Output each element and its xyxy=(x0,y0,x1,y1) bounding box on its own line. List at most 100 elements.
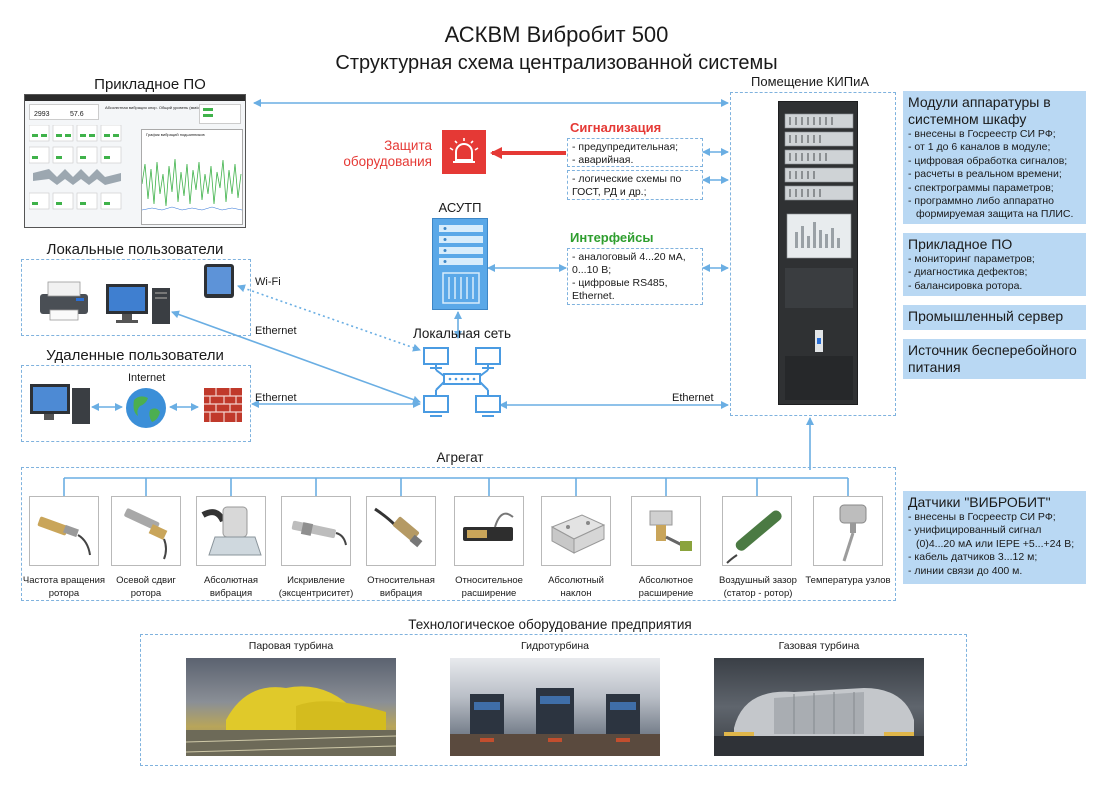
signaling-item-1: - предупредительная; xyxy=(572,141,679,153)
software-legend xyxy=(199,104,241,124)
arrow-wifi-network xyxy=(237,284,421,352)
sensor-label-absolute-tilt-2: наклон xyxy=(560,588,592,599)
software-graph-label: График вибраций подшипников xyxy=(146,132,205,137)
globe-icon xyxy=(124,386,168,430)
interfaces-item-3: - цифровые RS485, xyxy=(572,277,668,289)
sensor-absolute-vibration xyxy=(196,496,266,566)
sensor-label-rotation-speed-1: Частота вращения xyxy=(22,575,106,586)
server-info-box: Промышленный сервер xyxy=(903,305,1086,330)
signaling-logic: - логические схемы по ГОСТ, РД и др.; xyxy=(567,170,703,200)
arrow-local-network-ethernet xyxy=(171,310,421,404)
sensor-label-absolute-vibration: Абсолютная вибрация xyxy=(190,574,272,600)
diagram-title: АСКВМ Вибробит 500 xyxy=(444,22,669,47)
local-users-frame xyxy=(21,259,251,336)
sensor-label-absolute-vibration-2: вибрация xyxy=(209,588,253,599)
desktop-computer-icon xyxy=(104,282,174,328)
kip-room-title: Помещение КИПиА xyxy=(751,74,869,89)
gas-turbine-photo xyxy=(714,658,924,756)
sensor-label-relative-expansion-2: расширение xyxy=(461,588,517,599)
aggregate-title: Агрегат xyxy=(436,450,484,465)
sensors-info-item-1: - внесены в Госреестр СИ РФ; xyxy=(908,511,1056,523)
modules-info-item-6: - программно либо аппаратно xyxy=(908,195,1054,208)
local-ethernet-label: Ethernet xyxy=(255,325,297,337)
software-panel-title: Прикладное ПО xyxy=(94,76,206,93)
aggregate-frame xyxy=(21,467,896,601)
sensor-label-axial-shift-2: ротора xyxy=(130,588,162,599)
sensors-info-title: Датчики "ВИБРОБИТ" xyxy=(908,494,1051,510)
sensor-label-eccentricity-2: (эксцентриситет) xyxy=(278,588,354,599)
sensor-label-relative-vibration-2: вибрация xyxy=(379,588,423,599)
sensor-label-air-gap-1: Воздушный зазор xyxy=(719,575,797,586)
software-value-1: 2993 xyxy=(34,111,50,118)
alarm-siren-icon xyxy=(442,130,486,174)
sensor-label-relative-vibration-1: Относительная xyxy=(367,575,435,586)
sensor-label-absolute-vibration-1: Абсолютная xyxy=(203,575,259,586)
local-users-title: Локальные пользователи xyxy=(46,241,224,258)
sensor-absolute-tilt xyxy=(541,496,611,566)
signaling-title: Сигнализация xyxy=(570,120,662,135)
wifi-label: Wi-Fi xyxy=(255,276,281,288)
sensors-info-box: Датчики "ВИБРОБИТ" - внесены в Госреестр… xyxy=(903,491,1086,584)
software-info-item-2: - диагностика дефектов; xyxy=(908,266,1028,279)
signaling-item-2: - аварийная. xyxy=(572,154,634,166)
sensor-label-air-gap: Воздушный зазор(статор - ротор) xyxy=(712,574,804,600)
interfaces-item-4: Ethernet. xyxy=(572,290,615,302)
remote-users-frame xyxy=(21,365,251,442)
sensor-label-axial-shift: Осевой сдвиг ротора xyxy=(104,574,188,600)
sensor-axial-shift xyxy=(111,496,181,566)
sensor-label-rotation-speed: Частота вращения ротора xyxy=(18,574,110,600)
modules-info-title: Модули аппаратуры в системном шкафу xyxy=(908,94,1051,127)
sensor-absolute-expansion xyxy=(631,496,701,566)
software-graph-window: График вибраций подшипников xyxy=(141,129,243,225)
software-value-card: 2993 57.6 xyxy=(29,104,99,120)
sensor-relative-vibration xyxy=(366,496,436,566)
software-menubar xyxy=(25,95,245,101)
equipment-frame xyxy=(140,634,967,766)
interfaces-item-1: - аналоговый 4...20 мА, xyxy=(572,251,686,263)
interfaces-item-2: 0...10 В; xyxy=(572,264,612,276)
software-info-item-3: - балансировка ротора. xyxy=(908,279,1023,292)
signaling-logic-text: - логические схемы по ГОСТ, РД и др.; xyxy=(572,173,682,198)
modules-info-item-7: формируемая защита на ПЛИС. xyxy=(916,208,1074,221)
ups-info-title: Источник бесперебойного питания xyxy=(908,342,1077,375)
server-info-title: Промышленный сервер xyxy=(908,308,1064,324)
sensors-info-item-5: - линии связи до 400 м. xyxy=(908,564,1023,577)
steam-turbine-photo xyxy=(186,658,396,756)
modules-info-item-2: - от 1 до 6 каналов в модуле; xyxy=(908,141,1051,154)
printer-icon xyxy=(36,276,92,322)
modules-info-item-5: - спектрограммы параметров; xyxy=(908,181,1054,194)
sensor-label-eccentricity-1: Искривление xyxy=(287,575,345,586)
hydro-turbine-label: Гидротурбина xyxy=(521,640,589,652)
kip-ethernet-label: Ethernet xyxy=(672,392,714,404)
equipment-title: Технологическое оборудование предприятия xyxy=(408,617,692,632)
ups-info-box: Источник бесперебойного питания xyxy=(903,339,1086,379)
software-info-title: Прикладное ПО xyxy=(908,236,1013,252)
sensor-label-axial-shift-1: Осевой сдвиг xyxy=(116,575,176,586)
steam-turbine-label: Паровая турбина xyxy=(248,640,334,652)
software-info-item-1: - мониторинг параметров; xyxy=(908,253,1035,265)
modules-info-item-1: - внесены в Госреестр СИ РФ; xyxy=(908,128,1056,140)
sensors-info-item-4: - кабель датчиков 3...12 м; xyxy=(908,551,1038,564)
sensor-label-eccentricity: Искривление (эксцентриситет) xyxy=(270,574,362,600)
sensor-label-temperature: Температура узлов xyxy=(802,574,894,587)
hydro-turbine-photo xyxy=(450,658,660,756)
software-screen: 2993 57.6 Абсолютная вибрация опор. Общи… xyxy=(24,94,246,228)
modules-info-box: Модули аппаратуры в системном шкафу - вн… xyxy=(903,91,1086,224)
software-info-box: Прикладное ПО - мониторинг параметров; -… xyxy=(903,233,1086,296)
sensor-label-rotation-speed-2: ротора xyxy=(48,588,80,599)
sensor-rotation-speed xyxy=(29,496,99,566)
local-network-label: Локальная сеть xyxy=(412,326,512,341)
diagram-subtitle: Структурная схема централизованной систе… xyxy=(335,52,778,74)
interfaces-title: Интерфейсы xyxy=(570,230,654,245)
sensor-label-absolute-expansion-1: Абсолютное xyxy=(638,575,694,586)
sensor-air-gap xyxy=(722,496,792,566)
sensor-drops xyxy=(63,478,849,496)
asutp-label: АСУТП xyxy=(438,200,482,215)
modules-info-item-3: - цифровая обработка сигналов; xyxy=(908,154,1068,167)
sensors-info-item-3: (0)4...20 мА или IEPE +5...+24 В; xyxy=(916,537,1075,550)
remote-users-title: Удаленные пользователи xyxy=(46,347,224,364)
sensor-label-relative-vibration: Относительная вибрация xyxy=(358,574,444,600)
